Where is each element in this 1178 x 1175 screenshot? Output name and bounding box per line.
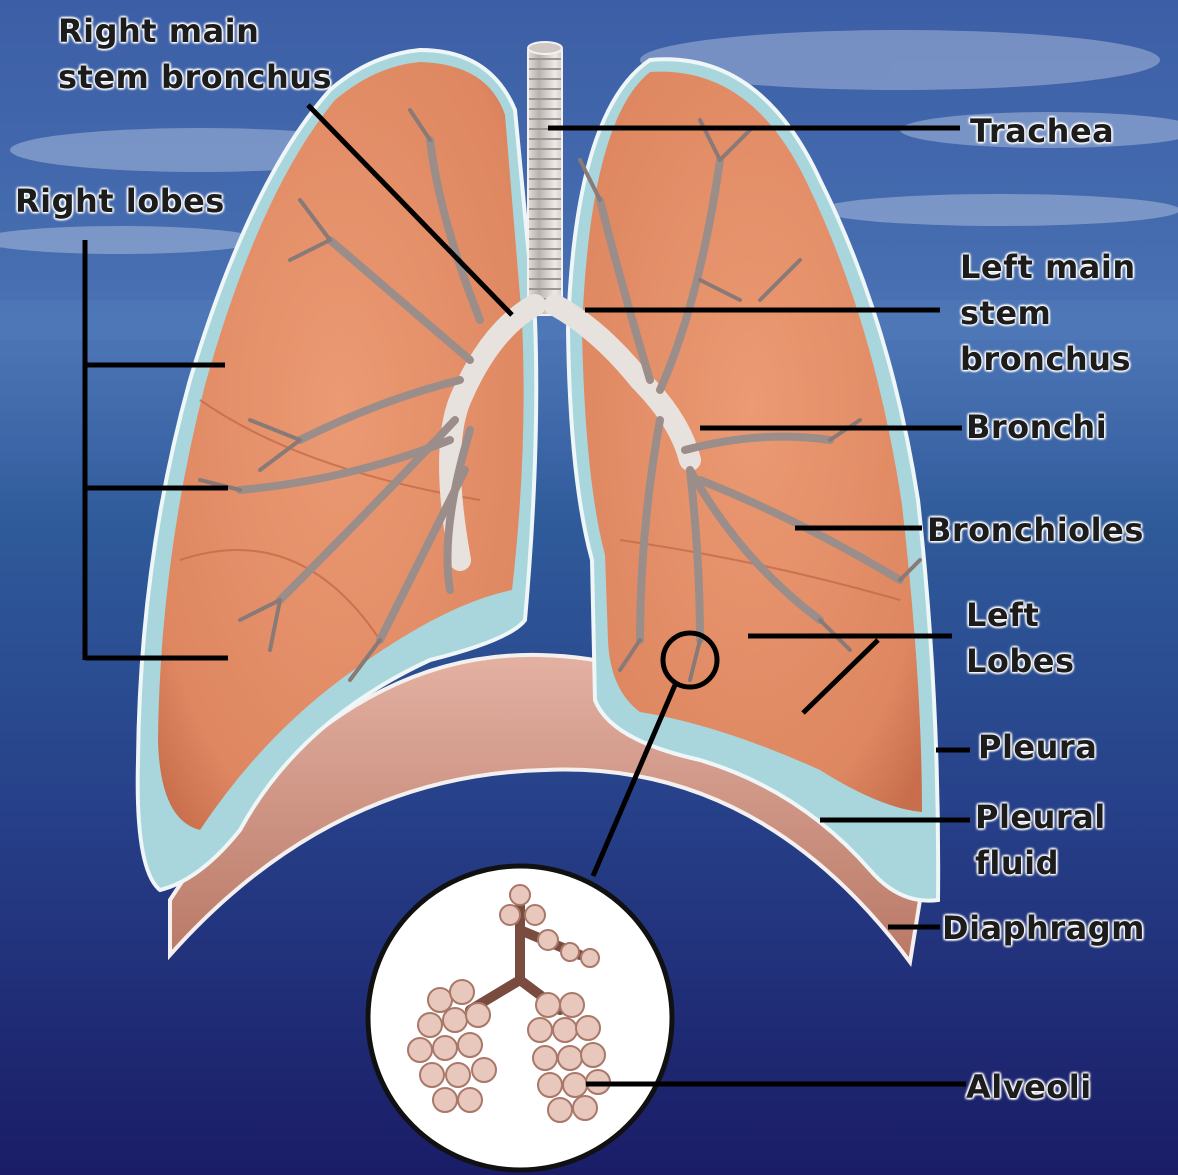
trachea-shape xyxy=(528,45,562,315)
label-right-lobes: Right lobes xyxy=(15,178,225,224)
label-left-main-stem-bronchus: Left main stem bronchus xyxy=(960,244,1136,382)
label-diaphragm: Diaphragm xyxy=(942,905,1145,951)
label-trachea: Trachea xyxy=(970,108,1114,154)
label-left-lobes: Left Lobes xyxy=(966,592,1075,684)
label-pleural-fluid: Pleural fluid xyxy=(975,794,1106,886)
trachea-top xyxy=(528,42,562,54)
label-bronchi: Bronchi xyxy=(966,404,1107,450)
label-right-main-stem-bronchus: Right main stem bronchus xyxy=(58,8,332,100)
label-pleura: Pleura xyxy=(978,724,1097,770)
label-bronchioles: Bronchioles xyxy=(927,507,1144,553)
label-alveoli: Alveoli xyxy=(966,1064,1092,1110)
